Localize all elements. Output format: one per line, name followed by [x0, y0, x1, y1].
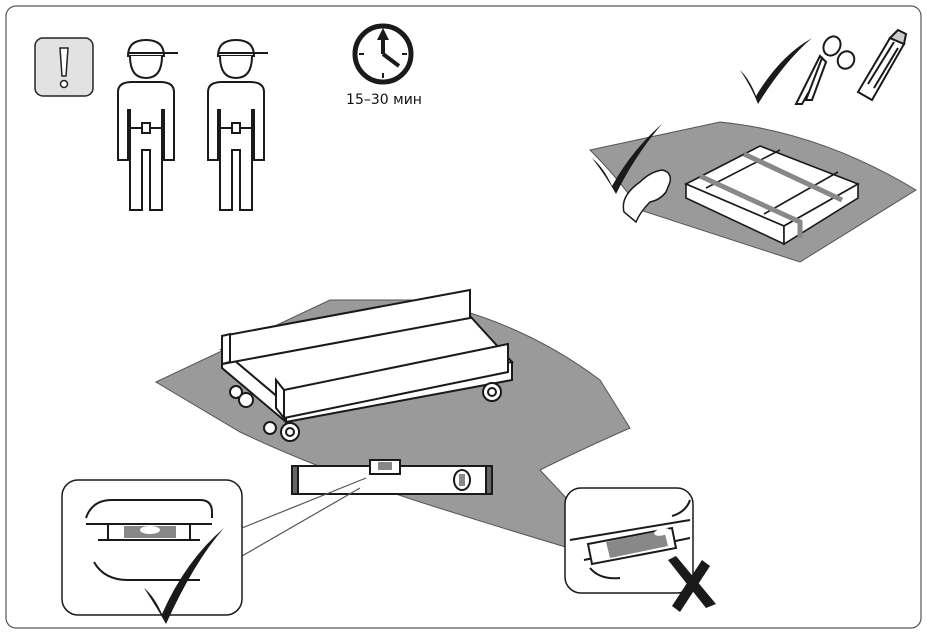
box-checkmark-icon: [592, 124, 662, 194]
two-people-icon: [117, 38, 268, 211]
tools-checkmark-icon: [740, 38, 812, 104]
exclamation-icon: [34, 37, 94, 97]
level-correct-detail: [61, 479, 243, 624]
utility-knife-icon: [856, 28, 908, 102]
callout-lines: [241, 477, 367, 557]
clock-icon: [352, 23, 414, 85]
scissors-icon: [794, 35, 856, 105]
assembly-time-label: 15–30 мин: [346, 92, 422, 108]
person-icon: [117, 38, 178, 211]
stand-illustration: [154, 288, 632, 567]
correct-checkmark-icon: [144, 528, 224, 624]
hand-icon: [622, 169, 672, 224]
unboxing-illustration: [588, 121, 917, 263]
person-icon: [207, 38, 268, 211]
caster-wheel-icon: [229, 382, 502, 442]
wrong-cross-icon: [668, 556, 716, 612]
level-wrong-detail: [564, 487, 716, 612]
stand-front-panel: [275, 342, 509, 421]
package-box-icon: [684, 145, 860, 246]
spirit-level-icon: [291, 459, 493, 495]
stand-back-panel: [221, 288, 471, 366]
